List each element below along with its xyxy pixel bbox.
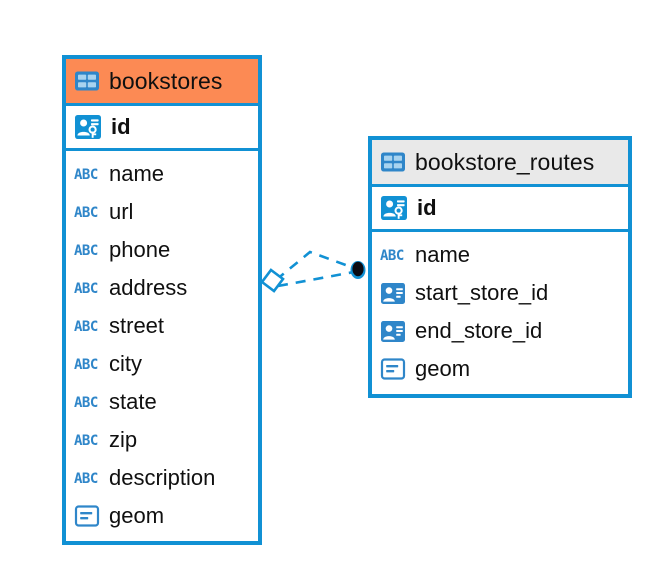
svg-text:ABC: ABC [74,357,98,373]
field-row[interactable]: ABC state [66,383,258,421]
abc-text-icon: ABC [74,355,100,373]
field-row[interactable]: start_store_id [372,274,628,312]
primary-key-icon [380,194,408,222]
field-label: url [109,199,134,224]
field-label: state [109,389,157,414]
field-label: end_store_id [415,318,543,343]
abc-text-icon: ABC [380,246,406,264]
field-label: geom [415,356,471,381]
field-label: city [109,351,142,376]
diamond-marker [260,268,285,293]
field-row[interactable]: ABC address [66,269,258,307]
field-label: zip [109,427,138,452]
field-label: phone [109,237,171,262]
primary-key-label: id [111,114,131,139]
primary-key-label: id [417,195,437,220]
field-row[interactable]: ABC phone [66,231,258,269]
svg-text:ABC: ABC [74,433,98,449]
svg-text:ABC: ABC [74,395,98,411]
geometry-icon [74,503,100,529]
svg-text:ABC: ABC [74,205,98,221]
entity-header-bookstore-routes[interactable]: bookstore_routes [372,140,628,184]
primary-key-row-bookstore-routes[interactable]: id [372,184,628,232]
abc-text-icon: ABC [74,431,100,449]
entity-title: bookstores [109,67,223,94]
primary-key-row-bookstores[interactable]: id [66,103,258,151]
field-label: street [109,313,165,338]
svg-text:ABC: ABC [74,243,98,259]
foreign-key-icon [380,318,406,344]
field-row[interactable]: ABC name [372,236,628,274]
abc-text-icon: ABC [74,279,100,297]
abc-text-icon: ABC [74,469,100,487]
field-row[interactable]: geom [66,497,258,535]
entity-bookstores[interactable]: bookstores id [62,55,262,545]
foreign-key-icon [380,280,406,306]
field-label: address [109,275,188,300]
abc-text-icon: ABC [74,165,100,183]
field-row[interactable]: ABC city [66,345,258,383]
abc-text-icon: ABC [74,241,100,259]
entity-bookstore-routes[interactable]: bookstore_routes id [368,136,632,398]
field-label: start_store_id [415,280,549,305]
field-row[interactable]: end_store_id [372,312,628,350]
field-row[interactable]: ABC name [66,155,258,193]
field-row[interactable]: ABC url [66,193,258,231]
svg-text:ABC: ABC [74,167,98,183]
field-label: description [109,465,216,490]
relationship-line-upper [275,250,355,282]
entity-header-bookstores[interactable]: bookstores [66,59,258,103]
svg-text:ABC: ABC [74,471,98,487]
field-label: name [415,242,471,267]
relationship-line-lower [277,270,355,288]
abc-text-icon: ABC [74,203,100,221]
field-row[interactable]: geom [372,350,628,388]
field-list-bookstore-routes: ABC name start_store_id [372,232,628,394]
field-row[interactable]: ABC street [66,307,258,345]
svg-text:ABC: ABC [74,319,98,335]
field-row[interactable]: ABC zip [66,421,258,459]
field-row[interactable]: ABC description [66,459,258,497]
abc-text-icon: ABC [74,393,100,411]
abc-text-icon: ABC [74,317,100,335]
geometry-icon [380,356,406,382]
field-label: geom [109,503,165,528]
svg-text:ABC: ABC [74,281,98,297]
relationship-connector[interactable] [250,238,380,310]
table-icon [380,149,406,175]
entity-title: bookstore_routes [415,148,595,175]
table-icon [74,68,100,94]
primary-key-icon [74,113,102,141]
svg-text:ABC: ABC [380,248,404,264]
field-label: name [109,161,165,186]
filled-circle-marker [350,261,366,279]
field-list-bookstores: ABC name ABC url ABC p [66,151,258,541]
